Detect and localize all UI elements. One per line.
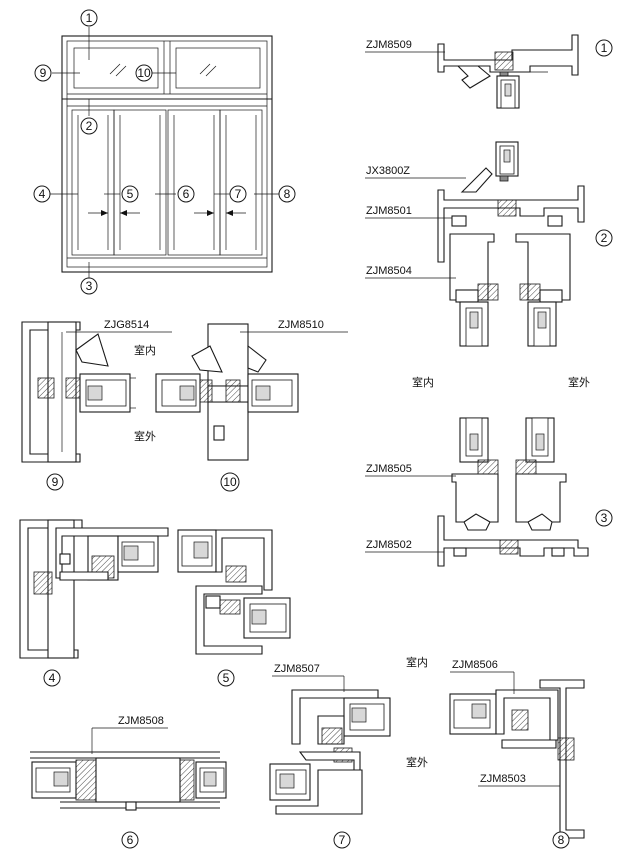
section-2-sill — [437, 141, 585, 347]
svg-text:9: 9 — [40, 66, 47, 80]
section-3-bubble: 3 — [595, 509, 613, 527]
svg-text:4: 4 — [39, 187, 46, 201]
section-9-bubble: 9 — [46, 473, 64, 491]
elevation-bubble-6: 6 — [177, 185, 195, 203]
section-4-jamb — [19, 519, 169, 659]
s1-profile-label: ZJM8509 — [366, 39, 412, 51]
svg-text:5: 5 — [223, 671, 230, 685]
s8-profile-label-2: ZJM8503 — [480, 773, 526, 785]
section-1-bubble: 1 — [595, 39, 613, 57]
elevation-bubble-9: 9 — [34, 64, 52, 82]
section-7-bubble: 7 — [333, 831, 351, 849]
svg-text:9: 9 — [52, 475, 59, 489]
svg-text:1: 1 — [86, 11, 93, 25]
svg-text:2: 2 — [601, 231, 608, 245]
svg-text:10: 10 — [223, 475, 237, 489]
svg-text:5: 5 — [127, 187, 134, 201]
section-8-jamb — [449, 679, 585, 839]
elevation-bubble-2: 2 — [80, 117, 98, 135]
section-6-bubble: 6 — [121, 831, 139, 849]
svg-text:6: 6 — [183, 187, 190, 201]
section-1-head — [437, 34, 579, 109]
svg-text:2: 2 — [86, 119, 93, 133]
section-5-interlock — [177, 529, 291, 655]
s2-profile-label-1: JX3800Z — [366, 165, 410, 177]
section-10-bubble: 10 — [220, 472, 240, 492]
s7-inside-label: 室内 — [406, 655, 428, 669]
elevation-bubble-8: 8 — [278, 185, 296, 203]
elevation-bubble-7: 7 — [229, 185, 247, 203]
svg-text:10: 10 — [137, 66, 151, 80]
s8-profile-label-1: ZJM8506 — [452, 659, 498, 671]
section-6-mullion — [30, 751, 227, 811]
s7-profile-label: ZJM8507 — [274, 663, 320, 675]
s7-outside-label: 室外 — [406, 755, 428, 769]
section-5-bubble: 5 — [217, 669, 235, 687]
section-2-bubble: 2 — [595, 229, 613, 247]
s2-inside-label: 室内 — [412, 375, 434, 389]
svg-text:3: 3 — [86, 279, 93, 293]
s2-profile-label-3: ZJM8504 — [366, 265, 412, 277]
s2-outside-label: 室外 — [568, 375, 590, 389]
s3-profile-label-1: ZJM8505 — [366, 463, 412, 475]
s6-profile-label: ZJM8508 — [118, 715, 164, 727]
elevation-bubble-10: 10 — [135, 64, 153, 82]
svg-text:3: 3 — [601, 511, 608, 525]
s2-profile-label-2: ZJM8501 — [366, 205, 412, 217]
s3-profile-label-2: ZJM8502 — [366, 539, 412, 551]
svg-text:6: 6 — [127, 833, 134, 847]
elevation-bubble-5: 5 — [121, 185, 139, 203]
svg-text:8: 8 — [558, 833, 565, 847]
section-9-jamb — [21, 321, 136, 463]
section-7-jamb — [269, 689, 391, 815]
svg-text:1: 1 — [601, 41, 608, 55]
section-3-bottom — [437, 417, 589, 567]
window-elevation — [50, 27, 279, 278]
s9-outside-label: 室外 — [134, 429, 156, 443]
s9-inside-label: 室内 — [134, 343, 156, 357]
elevation-bubble-3: 3 — [80, 277, 98, 295]
section-8-bubble: 8 — [552, 831, 570, 849]
svg-text:7: 7 — [235, 187, 242, 201]
elevation-bubble-4: 4 — [33, 185, 51, 203]
svg-text:7: 7 — [339, 833, 346, 847]
s10-profile-label: ZJM8510 — [278, 319, 324, 331]
s9-profile-label: ZJG8514 — [104, 319, 149, 331]
section-10-mullion — [155, 323, 299, 461]
elevation-bubble-1: 1 — [80, 9, 98, 27]
svg-text:4: 4 — [49, 671, 56, 685]
section-4-bubble: 4 — [43, 669, 61, 687]
svg-text:8: 8 — [284, 187, 291, 201]
